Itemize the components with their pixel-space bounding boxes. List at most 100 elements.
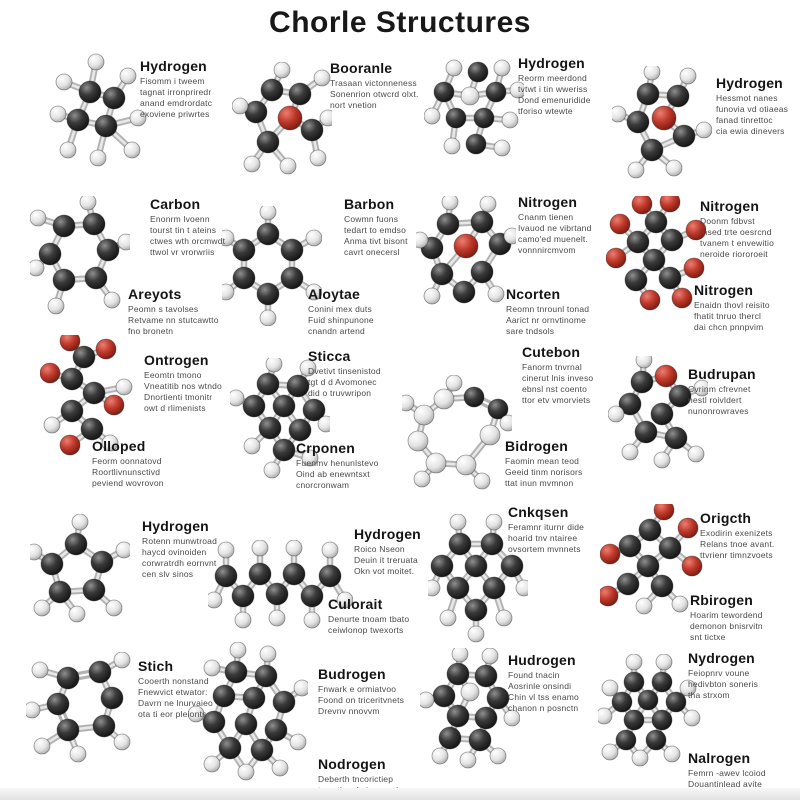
- molecule-svg: [420, 648, 520, 769]
- carbon-atom: [630, 370, 654, 394]
- label-line: dai chcn pnnpvim: [694, 322, 764, 333]
- label-line: cen slv sinos: [142, 569, 194, 580]
- carbon-atom: [465, 133, 487, 155]
- label-line: hedivbton soneris: [688, 679, 759, 690]
- molecule-figure: [402, 375, 512, 490]
- label-line: haycd ovinoiden: [142, 547, 207, 558]
- molecule-svg: [612, 66, 712, 179]
- hydrogen-atom: [113, 733, 131, 751]
- label-line: nort vnetion: [330, 100, 377, 111]
- hydrogen-atom: [203, 659, 221, 677]
- hydrogen-atom: [301, 449, 319, 467]
- label-line: tvanem t envewitio: [700, 238, 774, 249]
- hydrogen-atom: [309, 149, 327, 167]
- hydrogen-atom: [653, 451, 671, 469]
- molecule-figure: [188, 642, 308, 797]
- carbon-atom: [467, 61, 489, 83]
- molecule-label-title: Budrupan: [688, 366, 756, 382]
- carbon-atom: [94, 114, 118, 138]
- hydrogen-atom: [33, 737, 51, 755]
- label-line: Fuenmv henunlstevo: [296, 458, 379, 468]
- carbon-atom: [464, 598, 488, 622]
- carbon-atom: [464, 554, 488, 578]
- hydrogen-atom: [451, 648, 469, 663]
- carbon-atom: [92, 714, 116, 738]
- hydrogen-atom: [407, 430, 429, 452]
- carbon-atom: [232, 238, 256, 262]
- carbon-atom: [650, 574, 674, 598]
- hydrogen-atom: [293, 679, 308, 697]
- carbon-atom: [202, 710, 226, 734]
- label-line: Reomn tnrounl tonad: [506, 304, 590, 314]
- hydrogen-atom: [101, 434, 119, 452]
- carbon-atom: [282, 562, 306, 586]
- carbon-atom: [250, 738, 274, 762]
- hydrogen-atom: [103, 291, 121, 309]
- hydrogen-atom: [251, 540, 269, 557]
- hydrogen-atom: [402, 394, 415, 412]
- carbon-atom: [626, 110, 650, 134]
- label-line: ota ti eor pleionts: [138, 709, 207, 720]
- label-line: Dvetivt tinsenistod: [308, 366, 381, 376]
- molecule-svg: [40, 335, 133, 456]
- carbon-atom: [470, 210, 494, 234]
- molecule-label-title: Aloytae: [308, 286, 360, 302]
- hydrogen-atom: [679, 67, 697, 85]
- molecule-figure: [606, 196, 706, 326]
- molecule-label-title: Sticca: [308, 348, 351, 364]
- carbon-atom: [64, 532, 88, 556]
- oxygen-atom: [600, 543, 621, 565]
- hydrogen-atom: [55, 73, 73, 91]
- label-line: anand emdrordatc: [140, 98, 213, 109]
- carbon-atom: [272, 438, 296, 462]
- hydrogen-atom: [631, 749, 649, 767]
- hydrogen-atom: [113, 652, 131, 669]
- hydrogen-atom: [612, 105, 627, 123]
- oxygen-atom: [59, 434, 81, 456]
- label-line: Davrn ne lnurvaieo: [138, 698, 213, 709]
- molecule-label-title: Stich: [138, 658, 174, 674]
- molecule-label-title: Nitrogen: [518, 194, 578, 210]
- label-line: nestl roivldert: [688, 395, 742, 406]
- carbon-atom: [658, 266, 682, 290]
- oxygen-atom: [609, 213, 631, 235]
- carbon-atom: [624, 268, 648, 292]
- molecule-label-title: Budrogen: [318, 666, 386, 682]
- molecule-label-title: Ncorten: [506, 286, 561, 302]
- hydrogen-atom: [655, 654, 673, 671]
- carbon-atom: [486, 686, 510, 710]
- hydrogen-atom: [423, 287, 441, 305]
- hydrogen-atom: [203, 755, 221, 773]
- hydrogen-atom: [443, 137, 461, 155]
- molecule-label-title: Nitrogen: [694, 282, 754, 298]
- hydrogen-atom: [243, 155, 261, 173]
- hydrogen-atom: [431, 747, 449, 765]
- hydrogen-atom: [509, 81, 524, 99]
- hydrogen-atom: [515, 579, 528, 597]
- label-line: Deuin it treruata: [354, 555, 418, 566]
- hydrogen-atom: [424, 107, 441, 125]
- carbon-atom: [446, 662, 470, 686]
- molecule-label-title: Cnkqsen: [508, 504, 569, 520]
- carbon-atom: [66, 108, 90, 132]
- label-line: Aosrinle onsindi: [508, 681, 572, 692]
- label-line: Douantinlead avite: [688, 779, 763, 790]
- hydrogen-atom: [105, 599, 123, 617]
- oxygen-atom: [631, 196, 653, 215]
- label-line: Conini mex duts: [308, 304, 372, 314]
